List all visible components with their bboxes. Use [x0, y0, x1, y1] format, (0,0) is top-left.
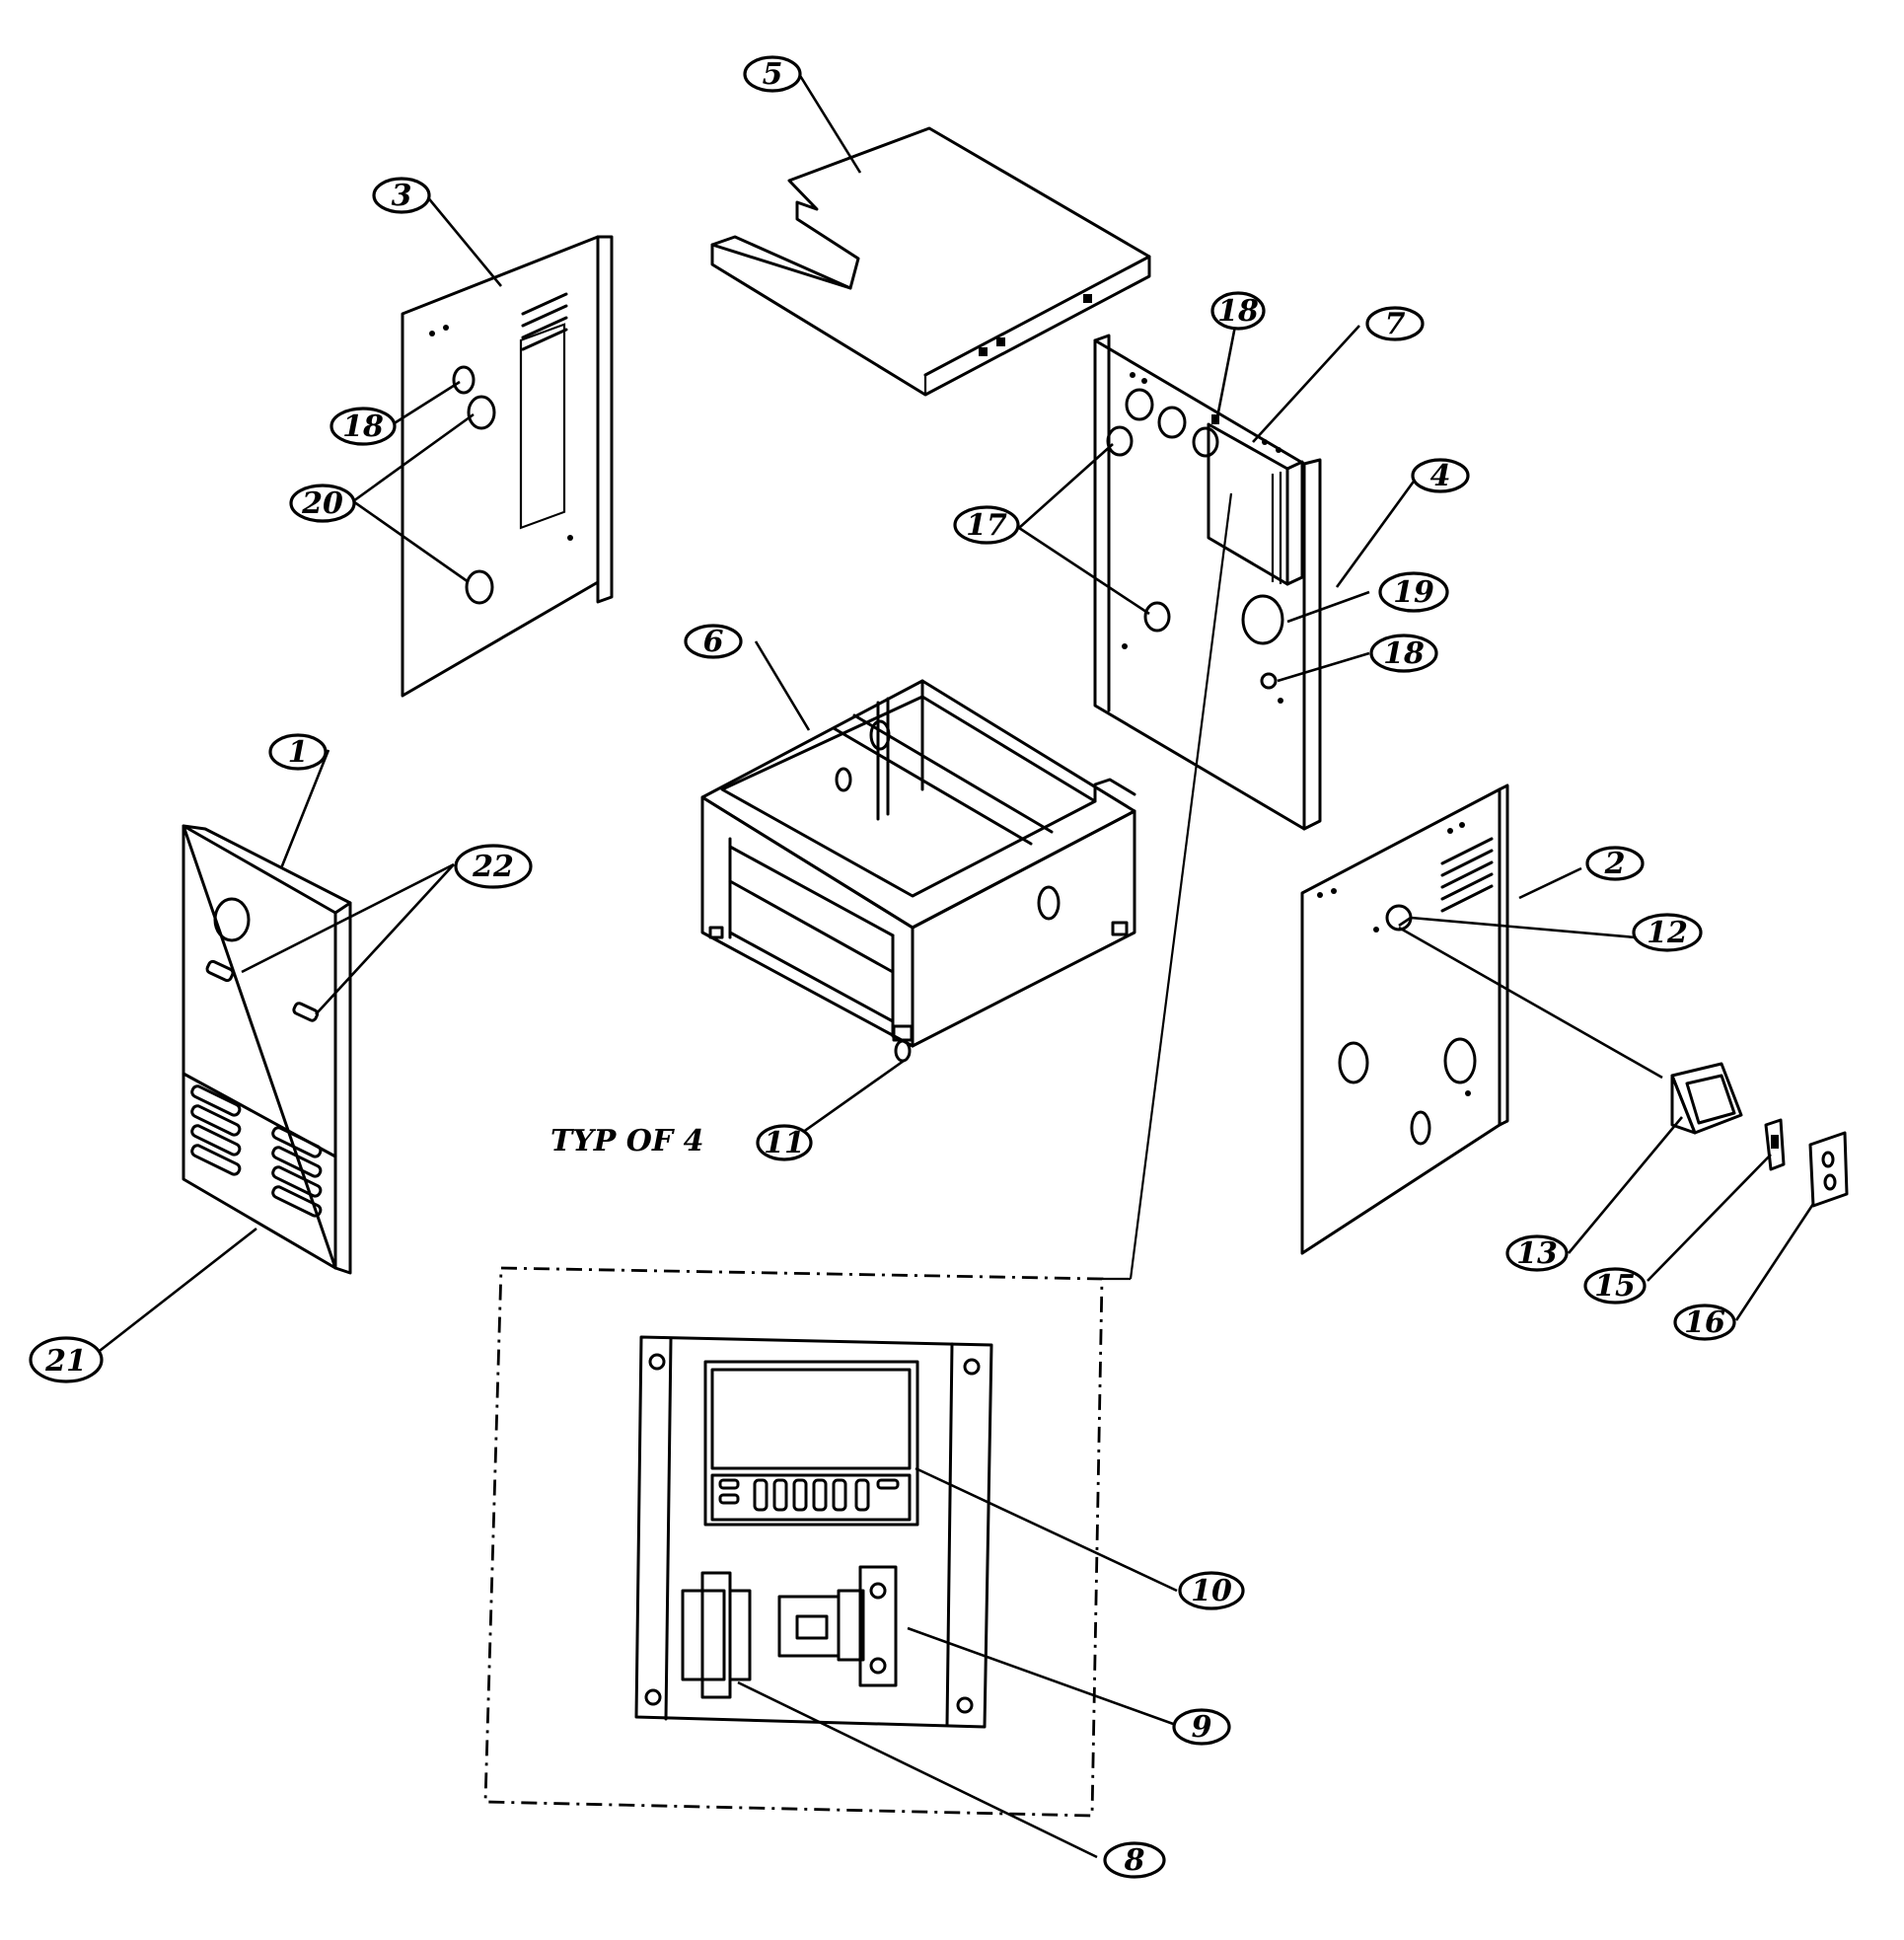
- svg-text:12: 12: [1647, 916, 1688, 950]
- callout-18-top: 18: [1210, 291, 1266, 331]
- typ-note: TYP OF 4: [550, 1124, 704, 1158]
- part-control-bracket: [1207, 414, 1304, 586]
- callout-2: 2: [1585, 846, 1645, 881]
- svg-text:15: 15: [1594, 1269, 1636, 1304]
- callout-21: 21: [29, 1336, 104, 1383]
- callout-18-left: 18: [330, 407, 397, 446]
- svg-text:1: 1: [288, 735, 309, 770]
- part-receptacle-box: [1670, 1062, 1743, 1135]
- callout-6: 6: [684, 624, 743, 659]
- part-receptacle: [1764, 1118, 1786, 1171]
- leader-lines: [95, 73, 1815, 1859]
- callout-17: 17: [953, 505, 1020, 545]
- callout-20: 20: [289, 484, 356, 523]
- callout-5: 5: [743, 55, 802, 93]
- svg-text:13: 13: [1516, 1236, 1558, 1271]
- svg-text:4: 4: [1430, 459, 1451, 493]
- svg-text:19: 19: [1393, 575, 1434, 610]
- callout-22: 22: [454, 844, 533, 889]
- callout-8: 8: [1103, 1841, 1166, 1879]
- svg-text:17: 17: [966, 508, 1007, 543]
- part-control-board: [634, 1335, 993, 1729]
- part-rear-panel: [1300, 783, 1509, 1255]
- svg-text:21: 21: [44, 1344, 87, 1379]
- part-top-cover: [710, 126, 1151, 397]
- part-front-panel: [182, 824, 352, 1275]
- callout-7: 7: [1365, 306, 1425, 341]
- svg-text:6: 6: [703, 625, 724, 659]
- part-frame: [700, 679, 1136, 1063]
- svg-text:7: 7: [1385, 307, 1406, 341]
- callout-12: 12: [1632, 913, 1703, 952]
- svg-text:8: 8: [1124, 1843, 1145, 1878]
- rear-louvers: [1440, 837, 1494, 913]
- svg-text:18: 18: [342, 410, 384, 444]
- svg-text:2: 2: [1604, 847, 1626, 881]
- callout-11: 11: [756, 1124, 813, 1161]
- callout-16: 16: [1673, 1304, 1736, 1341]
- svg-text:18: 18: [1383, 636, 1425, 671]
- part-relay: [777, 1565, 898, 1687]
- callout-19: 19: [1378, 571, 1449, 613]
- svg-text:10: 10: [1191, 1574, 1232, 1608]
- callout-4: 4: [1411, 458, 1470, 493]
- callout-15: 15: [1583, 1267, 1647, 1305]
- callout-1: 1: [268, 733, 328, 771]
- part-left-panel: [401, 235, 614, 698]
- part-transformer: [681, 1571, 752, 1699]
- svg-text:20: 20: [301, 486, 343, 521]
- louver-slots: [521, 292, 568, 351]
- callout-3: 3: [372, 177, 431, 214]
- svg-text:16: 16: [1684, 1306, 1725, 1340]
- svg-text:5: 5: [763, 57, 783, 92]
- detail-box: [483, 492, 1233, 1818]
- callout-13: 13: [1505, 1234, 1569, 1272]
- front-louvers: [190, 1084, 323, 1218]
- callout-18-right: 18: [1369, 634, 1438, 673]
- svg-text:11: 11: [764, 1126, 805, 1160]
- callout-10: 10: [1178, 1571, 1245, 1610]
- svg-text:3: 3: [392, 179, 412, 213]
- svg-text:9: 9: [1192, 1710, 1212, 1745]
- svg-text:22: 22: [472, 850, 514, 884]
- part-controller: [703, 1360, 919, 1527]
- part-cover-plate: [1808, 1131, 1849, 1208]
- part-right-panel: [1093, 334, 1322, 831]
- svg-text:TYP OF 4: TYP OF 4: [550, 1124, 704, 1158]
- callout-9: 9: [1172, 1708, 1231, 1746]
- svg-text:18: 18: [1217, 294, 1259, 329]
